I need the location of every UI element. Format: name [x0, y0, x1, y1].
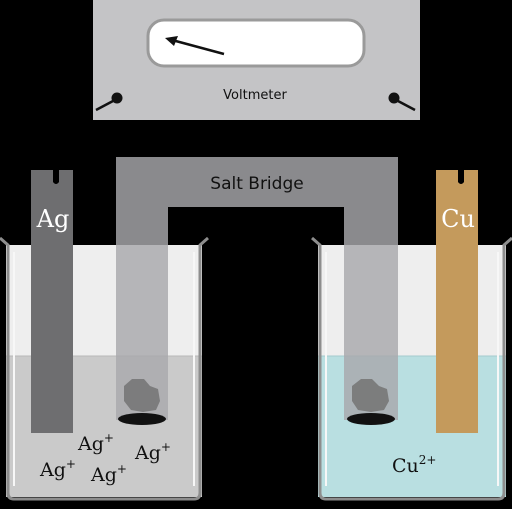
- left-terminal-lead: [95, 99, 114, 112]
- silver-electrode-bar: [31, 170, 73, 433]
- left-beaker-outline: [0, 236, 209, 501]
- copper-electrode: Cu: [436, 170, 478, 433]
- voltmeter-needle: [171, 38, 225, 56]
- voltmeter-label: Voltmeter: [223, 88, 287, 103]
- right-terminal: [388, 92, 400, 104]
- voltmeter: Voltmeter: [93, 0, 420, 120]
- left-bridge-crystal: [124, 379, 160, 412]
- right-terminal-lead: [397, 99, 416, 112]
- right-bridge-crystal: [352, 379, 389, 412]
- left-bridge-plug: [118, 413, 166, 425]
- left-terminal: [111, 92, 123, 104]
- silver-ion: Ag+: [39, 457, 76, 481]
- silver-electrode: Ag: [31, 170, 73, 433]
- copper-electrode-label: Cu: [441, 205, 475, 233]
- silver-electrode-label: Ag: [36, 205, 70, 233]
- right-beaker-outline: [311, 236, 512, 501]
- salt-bridge-label: Salt Bridge: [210, 174, 303, 194]
- needle-arrowhead-icon: [165, 36, 178, 46]
- salt-bridge: Salt Bridge: [116, 157, 398, 425]
- silver-ion: Ag+: [77, 431, 114, 455]
- right-bridge-plug: [347, 413, 395, 425]
- voltmeter-display: [146, 18, 366, 68]
- silver-ions: Ag+ Ag+ Ag+ Ag+: [39, 431, 171, 486]
- silver-ion: Ag+: [90, 462, 127, 486]
- silver-ion: Ag+: [134, 440, 171, 464]
- copper-electrode-bar: [436, 170, 478, 433]
- copper-ion: Cu2+: [392, 453, 436, 477]
